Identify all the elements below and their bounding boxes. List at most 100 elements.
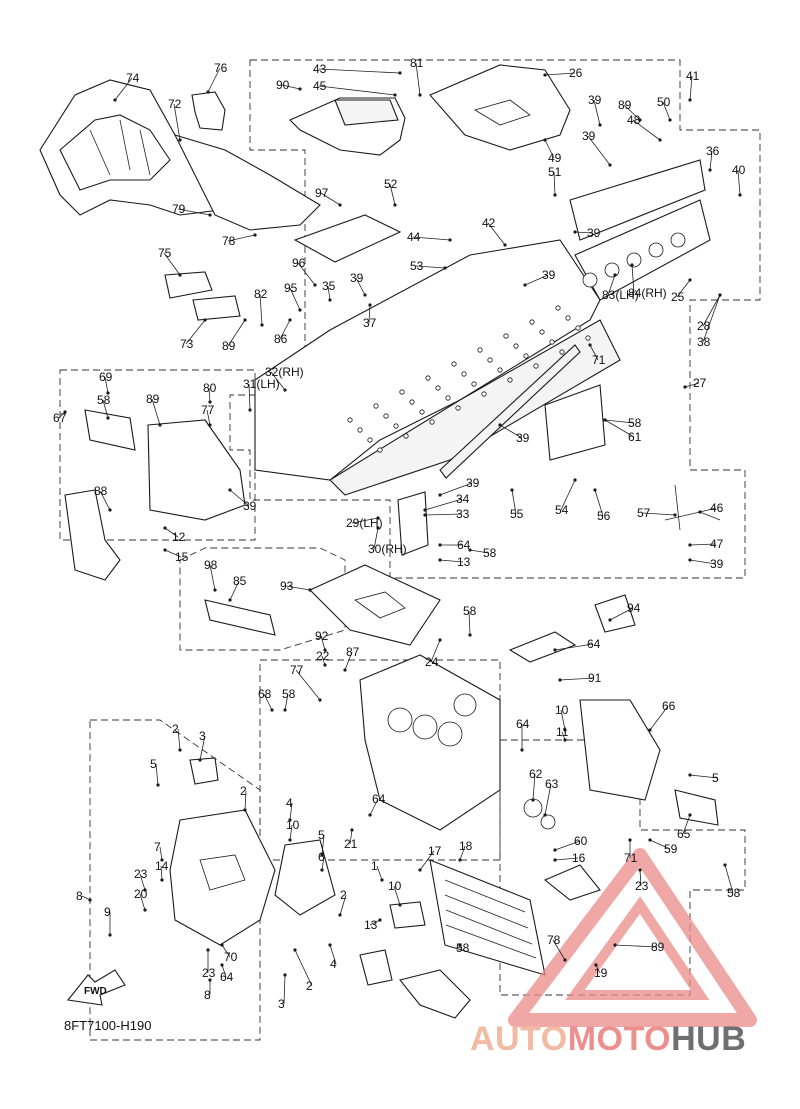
part-number-label: 89	[146, 392, 160, 406]
leader-line	[544, 139, 555, 159]
part-number-label: 39	[350, 271, 364, 285]
part-number-label: 39	[243, 499, 257, 513]
part-number-label: 64	[457, 538, 471, 552]
frame-hole	[585, 335, 591, 341]
part-number-label: 91	[588, 671, 602, 685]
leader-line	[159, 846, 163, 861]
leader-dot	[468, 633, 472, 637]
leader-line	[511, 489, 517, 515]
part-number-label: 9	[104, 905, 111, 919]
leader-line	[206, 409, 211, 426]
leader-dot	[288, 318, 292, 322]
cooler-16-part	[429, 859, 546, 976]
leader-dot	[208, 213, 212, 217]
part-number-label: 10	[555, 703, 569, 717]
part-number-label: 78	[222, 234, 236, 248]
frame-hole	[471, 381, 477, 387]
leader-line	[424, 513, 463, 516]
leader-dot	[738, 193, 742, 197]
leader-line	[321, 856, 325, 871]
frame-hole	[393, 423, 399, 429]
frame-hole	[347, 417, 353, 423]
leader-dot	[343, 668, 347, 672]
fwd-arrow-icon: FWD	[66, 969, 126, 1006]
leader-dot	[498, 423, 502, 427]
part-number-label: 83(LH)	[602, 288, 639, 302]
side-panel-72-part	[173, 134, 321, 231]
tube-17-part	[389, 901, 426, 929]
part-number-label: 77	[290, 663, 304, 677]
leader-dot	[658, 138, 662, 142]
leader-line	[724, 864, 734, 894]
watermark-part3: HUB	[671, 1020, 747, 1058]
part-number-label: 58	[727, 886, 741, 900]
leader-line	[185, 319, 206, 345]
leader-dot	[531, 798, 535, 802]
leader-dot	[638, 118, 642, 122]
leader-dot	[718, 293, 722, 297]
leader-dot	[308, 588, 312, 592]
part-number-label: 23	[635, 879, 649, 893]
frame-hole	[399, 389, 405, 395]
leader-dot	[198, 758, 202, 762]
part-number-label: 2	[306, 979, 313, 993]
leader-dot	[438, 638, 442, 642]
part-number-label: 31(LH)	[243, 377, 280, 391]
leader-dot	[376, 516, 380, 520]
part-number-label: 29(LH)	[346, 516, 383, 530]
leader-dot	[376, 526, 380, 530]
leader-dot	[220, 943, 224, 947]
part-number-label: 5	[318, 828, 325, 842]
leader-line	[532, 773, 536, 801]
leader-line	[468, 610, 471, 636]
part-number-label: 84(RH)	[628, 286, 667, 300]
frame-hole	[523, 353, 529, 359]
part-number-label: 96	[292, 256, 306, 270]
frame-hole	[451, 361, 457, 367]
leader-dot	[603, 418, 607, 422]
leader-line	[439, 482, 473, 496]
leader-line	[560, 709, 566, 731]
leader-line	[208, 387, 211, 403]
leader-line	[209, 564, 216, 591]
part-number-label: 15	[175, 550, 189, 564]
leader-line	[263, 693, 273, 711]
part-number-label: 79	[172, 202, 186, 216]
part-number-label: 58	[483, 546, 497, 560]
leader-dot	[108, 933, 112, 937]
leader-line	[102, 399, 109, 419]
part-number-label: 11	[556, 725, 569, 739]
part-number-label: 39	[710, 557, 724, 571]
part-number-label: 39	[516, 431, 530, 445]
leader-dot	[418, 93, 422, 97]
part-number-label: 77	[201, 403, 215, 417]
part-number-label: 57	[637, 506, 651, 520]
leader-dot	[393, 93, 397, 97]
frame-hole	[435, 385, 441, 391]
leader-dot	[298, 308, 302, 312]
bracket-62-part	[543, 864, 601, 901]
fwd-label: FWD	[84, 986, 107, 997]
leader-dot	[318, 698, 322, 702]
bracket-29-part	[397, 491, 429, 556]
side-rail-right-part	[569, 159, 711, 301]
leader-line	[289, 802, 293, 821]
leader-line	[559, 677, 595, 681]
part-number-label: 71	[624, 851, 638, 865]
frame-hole	[513, 343, 519, 349]
rail-27-part	[439, 344, 581, 479]
bracket-11-part	[189, 757, 219, 785]
leader-line	[99, 490, 111, 511]
leader-dot	[328, 298, 332, 302]
part-number-label: 10	[286, 818, 300, 832]
leader-dot	[698, 510, 702, 514]
leader-line	[164, 549, 182, 558]
leader-dot	[630, 263, 634, 267]
leader-dot	[243, 808, 247, 812]
leader-line	[604, 419, 635, 424]
leader-dot	[458, 943, 462, 947]
part-number-label: 2	[340, 888, 347, 902]
leader-dot	[688, 543, 692, 547]
leader-dot	[380, 878, 384, 882]
part-number-label: 50	[657, 95, 671, 109]
